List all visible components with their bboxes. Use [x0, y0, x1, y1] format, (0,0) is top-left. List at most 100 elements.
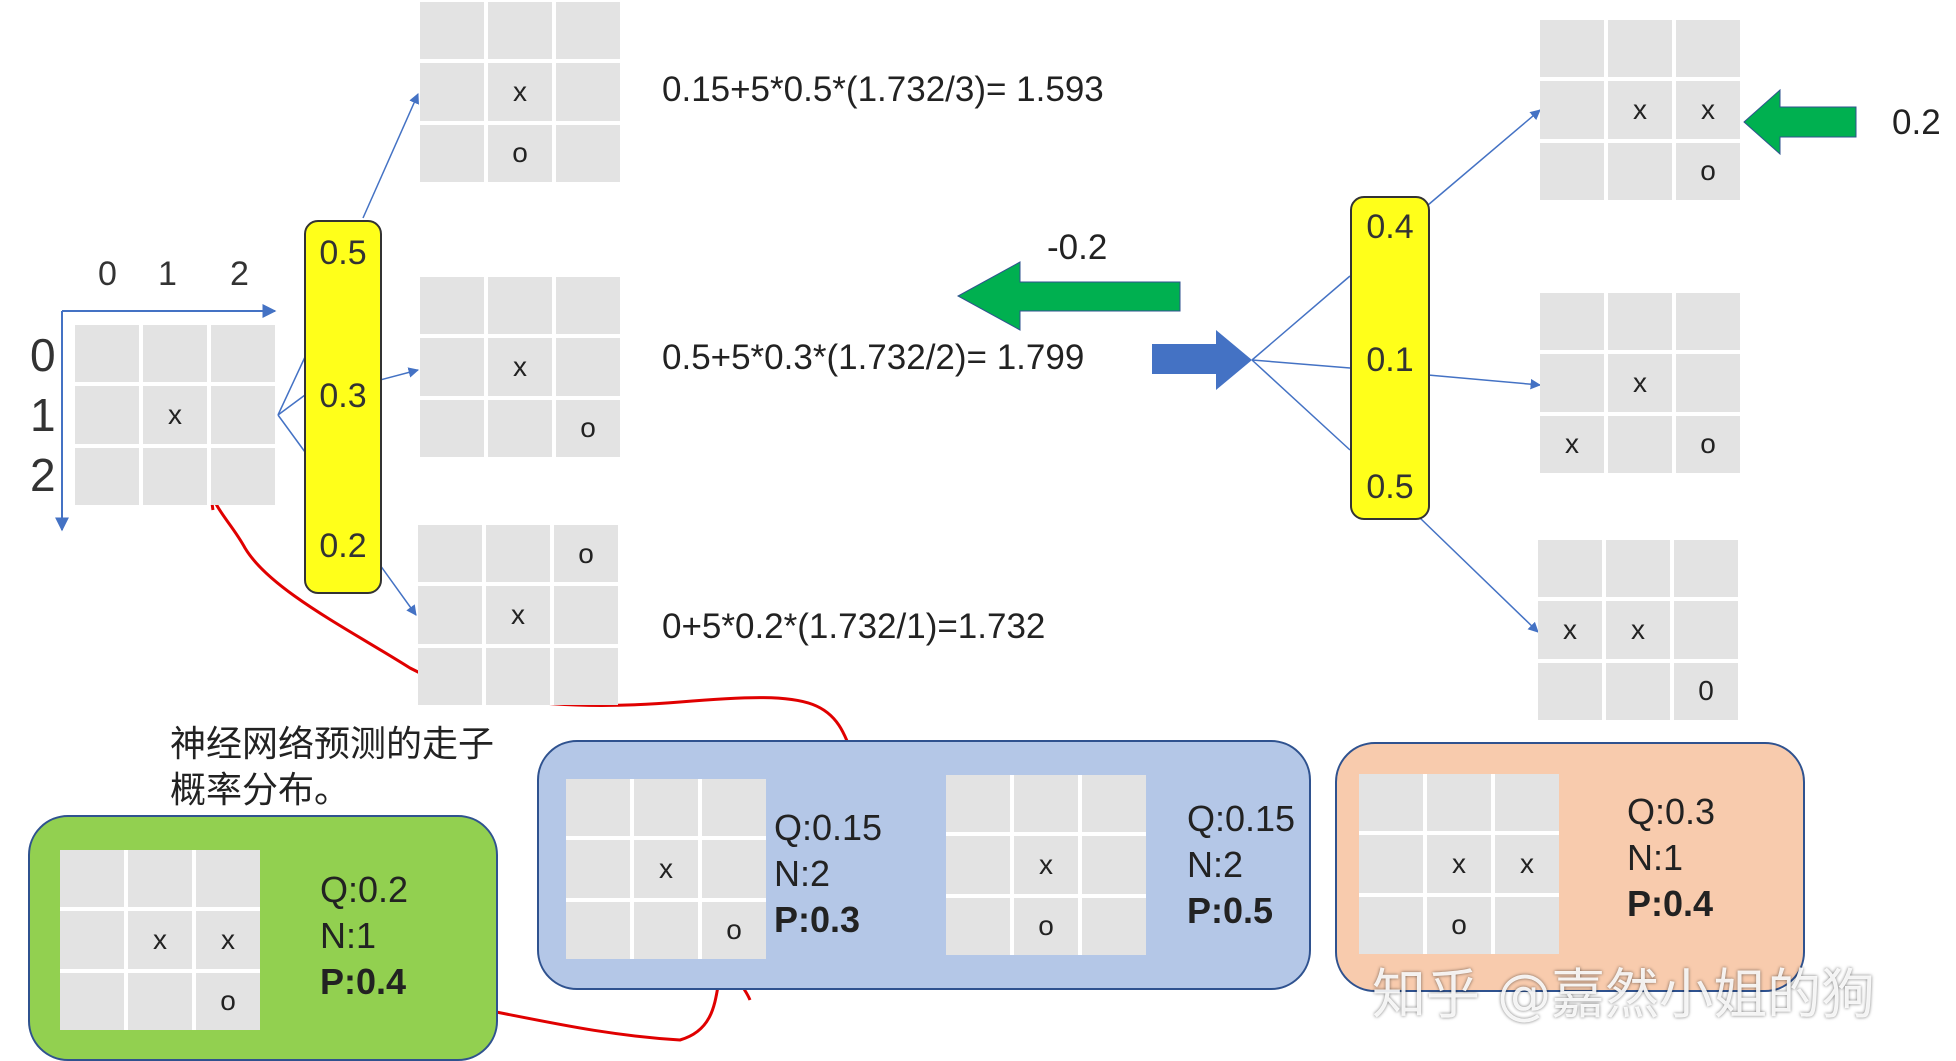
board-cell [1082, 897, 1146, 955]
q-value: Q:0.15 [774, 807, 883, 848]
board-cell [1540, 354, 1604, 412]
board-cell [1674, 540, 1738, 598]
board-cell: x [128, 911, 192, 969]
board-cell [1540, 142, 1604, 200]
ucb-formula-3: 0+5*0.2*(1.732/1)=1.732 [662, 607, 1046, 646]
board-cell: x [634, 840, 698, 898]
board-cell [488, 277, 552, 335]
left-child-board-3: o x [418, 525, 618, 705]
board-cell [420, 124, 484, 182]
p-value: P:0.3 [774, 899, 861, 940]
board-cell [1608, 142, 1672, 200]
caption-line-1: 神经网络预测的走子 [170, 724, 495, 765]
board-cell [1495, 896, 1559, 954]
board-cell: x [1608, 81, 1672, 139]
board-cell [1014, 775, 1078, 833]
board-cell [946, 775, 1010, 833]
right-probability-box: 0.4 0.1 0.5 [1350, 196, 1430, 520]
board-cell [75, 447, 139, 505]
orange-node-board: x x o [1359, 774, 1559, 954]
caption: 神经网络预测的走子 概率分布。 [170, 722, 494, 814]
edge-left-child-3 [379, 564, 417, 616]
blue-arrow [1152, 330, 1252, 390]
board-cell: o [702, 901, 766, 959]
blue-node-stats-a: Q:0.15 N:2 P:0.3 [774, 805, 882, 943]
board-cell [60, 850, 124, 908]
board-cell [420, 338, 484, 396]
board-cell [1359, 896, 1423, 954]
board-cell [566, 901, 630, 959]
edge-right-child-1 [1427, 109, 1541, 206]
board-cell [556, 277, 620, 335]
prob-value: 0.3 [319, 377, 367, 415]
board-cell [1495, 774, 1559, 832]
board-cell: x [486, 586, 550, 644]
board-cell: o [196, 972, 260, 1030]
row-label-2: 2 [30, 449, 56, 501]
row-label-0: 0 [30, 329, 56, 381]
watermark: 知乎 @嘉然小姐的狗 [1372, 963, 1876, 1026]
board-cell [556, 63, 620, 121]
right-child-board-1: x x o [1540, 20, 1740, 200]
board-cell [1674, 601, 1738, 659]
board-cell [420, 399, 484, 457]
board-cell [702, 840, 766, 898]
board-cell [1676, 20, 1740, 78]
n-value: N:1 [1627, 837, 1684, 878]
board-cell: x [196, 911, 260, 969]
prob-value: 0.1 [1366, 341, 1414, 379]
board-cell: x [1014, 836, 1078, 894]
board-cell [556, 124, 620, 182]
board-cell [486, 525, 550, 583]
board-cell [1082, 775, 1146, 833]
right-child-board-3: x x 0 [1538, 540, 1738, 720]
board-cell [1538, 540, 1602, 598]
edge-left-child-1 [362, 93, 419, 219]
board-cell [486, 647, 550, 705]
board-cell [211, 325, 275, 383]
edge-left-child-2 [379, 367, 420, 381]
board-cell [418, 586, 482, 644]
board-cell [420, 63, 484, 121]
q-value: Q:0.15 [1187, 798, 1296, 839]
ucb-formula-2: 0.5+5*0.3*(1.732/2)= 1.799 [662, 338, 1085, 377]
board-cell [1540, 81, 1604, 139]
blue-node-stats-b: Q:0.15 N:2 P:0.5 [1187, 796, 1295, 934]
board-cell [1676, 293, 1740, 351]
orange-node-box: x x o Q:0.3 N:1 P:0.4 [1335, 742, 1805, 992]
board-cell [1606, 662, 1670, 720]
board-cell [556, 338, 620, 396]
board-cell [556, 2, 620, 60]
board-cell: x [1538, 601, 1602, 659]
board-cell [75, 325, 139, 383]
edge-right-child-2 [1427, 374, 1542, 390]
prob-value: 0.4 [1366, 208, 1414, 246]
board-cell: x [1676, 81, 1740, 139]
board-cell [566, 840, 630, 898]
left-child-board-2: x o [420, 277, 620, 457]
board-cell [128, 850, 192, 908]
right-child-board-2: x x o [1540, 293, 1740, 473]
board-cell [128, 972, 192, 1030]
board-cell: o [1014, 897, 1078, 955]
board-cell [420, 2, 484, 60]
board-cell [1608, 20, 1672, 78]
board-cell [1359, 835, 1423, 893]
board-cell: o [488, 124, 552, 182]
n-value: N:2 [774, 853, 831, 894]
board-cell: o [1427, 896, 1491, 954]
right-arrow-value: 0.2 [1892, 103, 1941, 142]
left-probability-box: 0.5 0.3 0.2 [304, 220, 382, 594]
board-cell [60, 972, 124, 1030]
board-cell [60, 911, 124, 969]
board-cell [702, 779, 766, 837]
blue-node-box: x o Q:0.15 N:2 P:0.3 x o Q:0.15 N:2 P:0.… [537, 740, 1311, 990]
board-cell [211, 447, 275, 505]
backprop-curve-lower [469, 974, 722, 1042]
prob-value: 0.2 [319, 527, 367, 565]
green-arrow-middle [956, 261, 1181, 331]
green-arrow-right [1743, 88, 1857, 156]
green-node-stats: Q:0.2 N:1 P:0.4 [320, 867, 408, 1005]
left-child-board-1: x o [420, 2, 620, 182]
board-cell: o [556, 399, 620, 457]
